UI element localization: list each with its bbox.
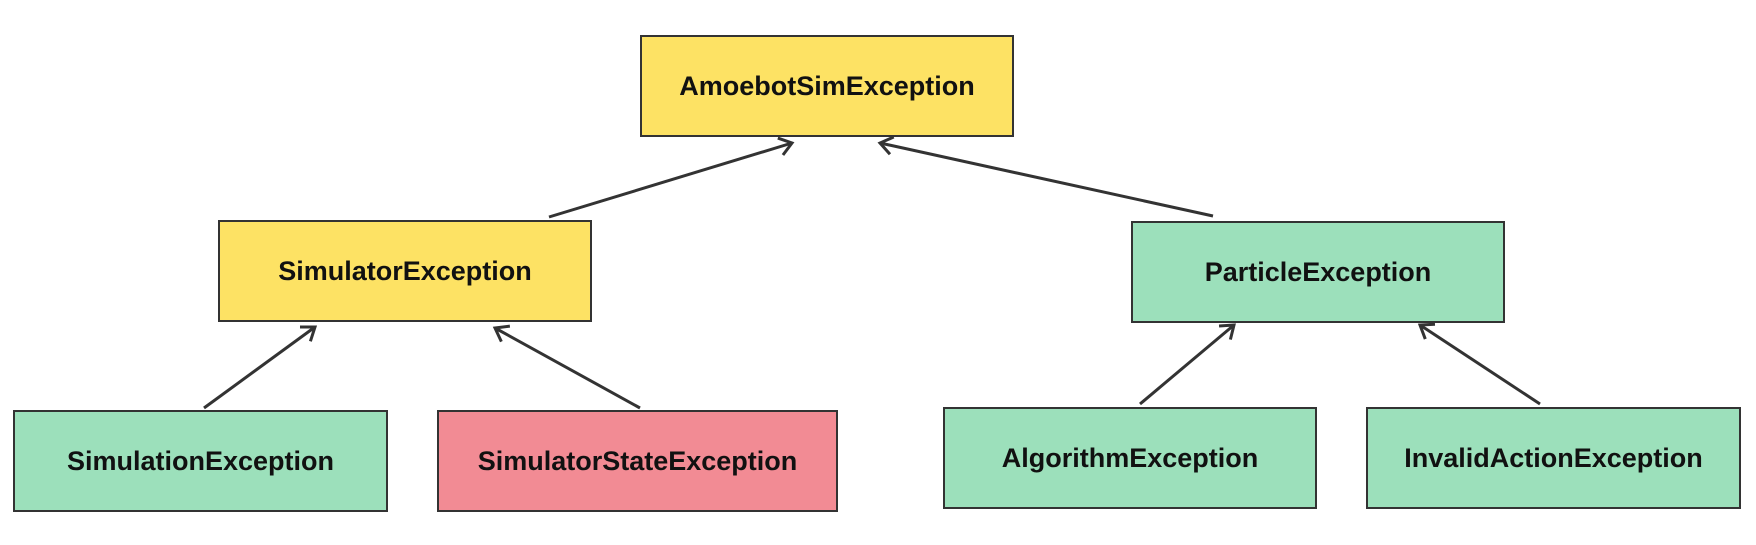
edge-particle-to-amoebotsim — [877, 135, 1214, 218]
arrowhead-icon — [492, 324, 511, 343]
edge-simulator-to-amoebotsim — [548, 136, 795, 219]
arrowhead-icon — [1417, 322, 1436, 340]
node-label: AmoebotSimException — [679, 70, 975, 101]
node-label: SimulationException — [66, 445, 335, 476]
edge-line — [1139, 323, 1235, 406]
node-simulation-exception: SimulationException — [13, 410, 388, 512]
node-invalid-action-exception: InvalidActionException — [1366, 407, 1741, 509]
edge-algorithm-to-particle — [1139, 323, 1236, 406]
edge-line — [494, 326, 641, 410]
arrowhead-icon — [777, 136, 795, 156]
edge-invalidaction-to-particle — [1417, 322, 1541, 406]
edge-line — [879, 141, 1214, 218]
node-simulator-state-exception: SimulatorStateException — [437, 410, 838, 512]
edge-simulation-to-simulator — [203, 325, 318, 410]
edge-line — [203, 325, 316, 410]
node-amoebotsim-exception: AmoebotSimException — [640, 35, 1014, 137]
node-particle-exception: ParticleException — [1131, 221, 1505, 323]
node-algorithm-exception: AlgorithmException — [943, 407, 1317, 509]
node-label: SimulatorStateException — [477, 445, 798, 476]
arrowhead-icon — [1218, 323, 1236, 340]
edge-simstate-to-simulator — [492, 324, 641, 410]
node-simulator-exception: SimulatorException — [218, 220, 592, 322]
arrowhead-icon — [877, 135, 895, 156]
node-label: SimulatorException — [278, 255, 532, 286]
arrowhead-icon — [299, 325, 318, 342]
node-label: InvalidActionException — [1404, 442, 1703, 473]
node-label: ParticleException — [1204, 256, 1432, 287]
edge-line — [548, 141, 793, 219]
node-label: AlgorithmException — [1001, 442, 1259, 473]
edge-line — [1419, 323, 1541, 406]
